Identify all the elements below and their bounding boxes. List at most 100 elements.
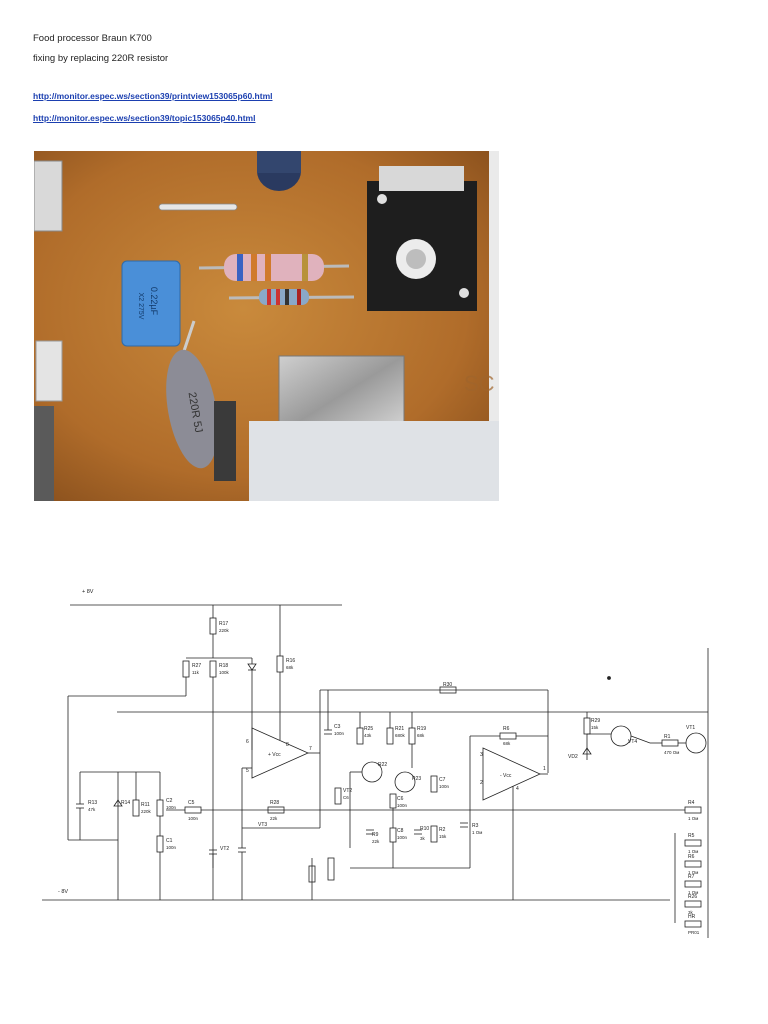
svg-text:R6: R6: [688, 854, 695, 860]
svg-text:R26: R26: [688, 894, 697, 900]
rotary-switch: [367, 166, 477, 311]
svg-text:R27: R27: [192, 663, 201, 669]
svg-text:68k: 68k: [503, 741, 511, 746]
svg-text:100n: 100n: [397, 835, 408, 840]
left-connector: [34, 160, 63, 232]
svg-text:3k: 3k: [420, 836, 426, 841]
svg-text:C8: C8: [397, 828, 404, 834]
svg-text:100n: 100n: [334, 731, 345, 736]
svg-text:R18: R18: [219, 663, 228, 669]
svg-text:2: 2: [480, 780, 483, 786]
svg-text:R13: R13: [88, 800, 97, 806]
svg-text:VT4: VT4: [628, 739, 637, 745]
svg-text:100n: 100n: [166, 805, 177, 810]
svg-text:68k: 68k: [286, 665, 294, 670]
svg-text:100n: 100n: [439, 784, 450, 789]
svg-text:C6: C6: [343, 795, 349, 800]
svg-text:PR01: PR01: [688, 930, 700, 935]
svg-text:R19: R19: [417, 726, 426, 732]
svg-text:R7: R7: [688, 874, 695, 880]
circuit-schematic: + 8V - 8V R17 220k R27 11k R18 100k R16 …: [42, 589, 709, 938]
svg-text:+ Vcc: + Vcc: [268, 752, 281, 758]
svg-text:VT2: VT2: [220, 846, 229, 852]
svg-text:R22: R22: [378, 762, 387, 768]
svg-text:R16: R16: [286, 658, 295, 664]
svg-text:R6: R6: [503, 726, 510, 732]
svg-text:+ 8V: + 8V: [82, 589, 94, 595]
svg-text:SC: SC: [464, 371, 495, 396]
svg-text:VD2: VD2: [568, 754, 578, 760]
svg-text:1 Ом: 1 Ом: [688, 849, 698, 854]
svg-text:1 Ом: 1 Ом: [688, 816, 698, 821]
svg-text:C7: C7: [439, 777, 446, 783]
svg-text:R2: R2: [439, 827, 446, 833]
link-topic[interactable]: http://monitor.espec.ws/section39/topic1…: [33, 113, 256, 123]
svg-text:68k: 68k: [417, 733, 425, 738]
svg-text:4: 4: [516, 786, 519, 792]
svg-text:- 8V: - 8V: [58, 889, 68, 895]
svg-text:100n: 100n: [188, 816, 199, 821]
svg-text:1 Ом: 1 Ом: [688, 870, 698, 875]
document-subtitle: fixing by replacing 220R resistor: [33, 53, 169, 64]
opamp-b: [482, 747, 541, 801]
svg-text:470 Ом: 470 Ом: [664, 750, 679, 755]
document-title: Food processor Braun K700: [33, 33, 152, 44]
svg-text:R14: R14: [121, 800, 130, 806]
svg-text:15k: 15k: [591, 725, 599, 730]
svg-text:R29: R29: [591, 718, 600, 724]
replaced-220r-resistor: 220R 5J: [166, 320, 218, 469]
svg-text:11k: 11k: [192, 670, 200, 675]
svg-text:3k: 3k: [688, 910, 694, 915]
svg-text:C1: C1: [166, 838, 173, 844]
svg-text:100n: 100n: [166, 845, 177, 850]
svg-text:- Vcc: - Vcc: [500, 773, 512, 779]
svg-text:R4: R4: [688, 800, 695, 806]
svg-text:VT3: VT3: [258, 822, 267, 828]
svg-text:R21: R21: [395, 726, 404, 732]
svg-text:R11: R11: [141, 802, 150, 808]
svg-text:7: 7: [309, 746, 312, 752]
svg-text:100n: 100n: [397, 803, 408, 808]
svg-text:680k: 680k: [395, 733, 406, 738]
svg-text:R5: R5: [688, 833, 695, 839]
svg-text:R1: R1: [664, 734, 671, 740]
opamp-a: [251, 727, 309, 779]
svg-text:C6: C6: [397, 796, 404, 802]
svg-text:C5: C5: [188, 800, 195, 806]
svg-text:43k: 43k: [364, 733, 372, 738]
resistor-top: [198, 254, 350, 281]
svg-text:22k: 22k: [372, 839, 380, 844]
svg-text:R30: R30: [443, 682, 452, 688]
svg-text:47k: 47k: [88, 807, 96, 812]
svg-text:15k: 15k: [439, 834, 447, 839]
svg-text:R3: R3: [472, 823, 479, 829]
svg-text:R28: R28: [270, 800, 279, 806]
svg-text:R10: R10: [420, 826, 429, 832]
svg-text:220k: 220k: [141, 809, 152, 814]
svg-text:VT2: VT2: [343, 788, 352, 794]
svg-text:R17: R17: [219, 621, 228, 627]
svg-text:8: 8: [286, 742, 289, 748]
svg-text:1: 1: [543, 766, 546, 772]
pcb-photo: 0.22µF X2 275V 220R 5J SC: [34, 151, 499, 501]
svg-text:R9: R9: [372, 832, 379, 838]
link-printview[interactable]: http://monitor.espec.ws/section39/printv…: [33, 91, 273, 101]
svg-text:X2 275V: X2 275V: [137, 293, 144, 320]
svg-text:5: 5: [246, 768, 249, 774]
blue-x2-capacitor: 0.22µF X2 275V: [121, 260, 181, 347]
svg-text:100k: 100k: [219, 670, 230, 675]
resistor-bottom: [228, 289, 355, 305]
svg-text:0.22µF: 0.22µF: [149, 287, 159, 316]
svg-text:1 Ом: 1 Ом: [688, 890, 698, 895]
svg-text:22k: 22k: [270, 816, 278, 821]
svg-text:C3: C3: [334, 724, 341, 730]
svg-text:R25: R25: [364, 726, 373, 732]
svg-text:1 Ом: 1 Ом: [472, 830, 482, 835]
svg-text:VT1: VT1: [686, 725, 695, 731]
svg-text:R23: R23: [412, 776, 421, 782]
svg-text:6: 6: [246, 739, 249, 745]
svg-text:C2: C2: [166, 798, 173, 804]
svg-text:3: 3: [480, 752, 483, 758]
svg-text:HR: HR: [688, 914, 696, 920]
svg-text:220k: 220k: [219, 628, 230, 633]
